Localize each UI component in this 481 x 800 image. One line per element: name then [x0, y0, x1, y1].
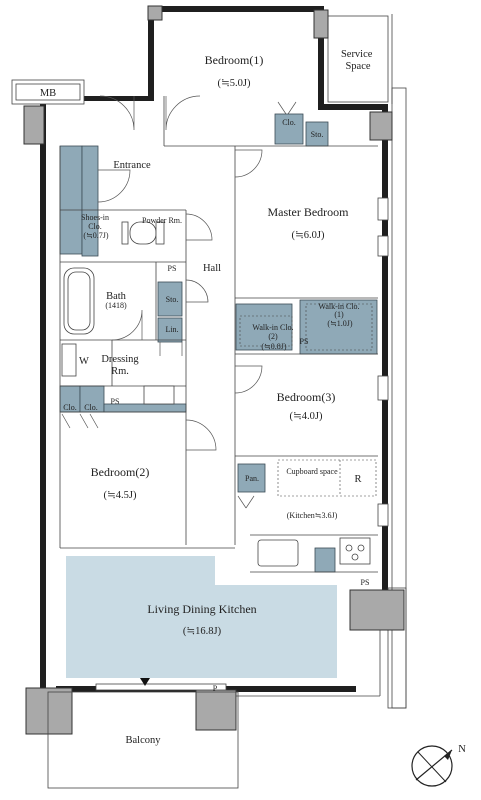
powder-room-label: Powder Rm. — [142, 216, 182, 225]
closet-label: Clo. — [63, 403, 77, 412]
mb-label: MB — [40, 88, 56, 99]
bedroom1-size: (≒5.0J) — [217, 78, 251, 89]
entrance-label: Entrance — [113, 160, 151, 171]
closet-bedroom1 — [274, 113, 304, 145]
wall-service — [318, 104, 388, 110]
ps-label: PS — [300, 337, 309, 346]
hall-label: Hall — [203, 263, 221, 274]
kitchen-sink — [257, 539, 299, 567]
dressing-label: Dressing — [101, 354, 139, 365]
walkin-closet-2 — [235, 303, 293, 351]
pillar-right — [369, 111, 393, 141]
north-label: N — [458, 744, 466, 755]
pantry — [237, 463, 266, 493]
door-bedroom2 — [185, 419, 217, 451]
entry-marker-icon — [140, 678, 150, 686]
storage-label: Sto. — [311, 130, 324, 139]
window — [377, 197, 389, 221]
door-bedroom1 — [165, 95, 201, 131]
ldk-floor — [66, 556, 337, 678]
closet-label: Clo. — [84, 403, 98, 412]
bedroom1-label: Bedroom(1) — [205, 53, 264, 67]
ps-label: PS — [361, 578, 370, 587]
pillar-bottom-left — [25, 687, 73, 735]
refrigerator-label: R — [354, 474, 361, 485]
bath-size: (1418) — [105, 301, 127, 310]
master-bedroom-size: (≒6.0J) — [291, 230, 325, 241]
kitchen-label: (Kitchen≒3.6J) — [287, 511, 338, 520]
pillar-bottom-right — [349, 589, 405, 631]
p-label: P — [213, 684, 218, 693]
service-space-label: Service Space — [341, 49, 375, 72]
door-bath — [111, 309, 143, 341]
bath-label: Bath — [106, 291, 127, 302]
window — [377, 503, 389, 527]
door-entrance — [99, 95, 135, 131]
master-bedroom-label: Master Bedroom — [268, 205, 350, 219]
shoes-closet-left — [59, 145, 83, 255]
pantry-label: Pan. — [245, 474, 259, 483]
ps-label: PS — [111, 397, 120, 406]
door-powder — [185, 213, 213, 241]
pillar-top-right — [313, 9, 329, 39]
closet-label: Clo. — [282, 118, 296, 127]
pillar-top — [147, 5, 163, 21]
pillar-bottom-mid — [195, 689, 237, 731]
ldk-size: (≒16.8J) — [183, 626, 222, 637]
dressing-rm-label: Rm. — [111, 366, 129, 377]
window — [377, 235, 389, 257]
wall-left — [40, 100, 46, 700]
ps-label: PS — [168, 264, 177, 273]
window — [377, 375, 389, 401]
washer — [61, 343, 77, 377]
vanity — [143, 385, 175, 405]
bedroom3-label: Bedroom(3) — [277, 390, 336, 404]
balcony — [47, 691, 239, 789]
door-bedroom3 — [234, 365, 263, 394]
service-space — [327, 15, 389, 103]
wall-top-right — [318, 6, 324, 110]
storage-label: Sto. — [166, 295, 179, 304]
pillar-top-left — [23, 105, 45, 145]
washer-label: W — [79, 356, 89, 367]
linen-label: Lin. — [165, 325, 178, 334]
linen-closet — [157, 317, 183, 343]
kitchen-storage — [314, 547, 336, 573]
walkin2-label: Walk-in Clo. (2) (≒0.8J) — [252, 323, 295, 351]
balcony-label: Balcony — [126, 735, 162, 746]
shoes-closet-label: Shoes-in Clo. (≒0.7J) — [81, 213, 111, 240]
walkin-closet-1 — [299, 299, 378, 355]
wall-top — [148, 6, 324, 12]
walkin1-label: Walk-in Clo. (1) (≒1.0J) — [318, 302, 361, 328]
wall-top-left — [148, 6, 154, 96]
storage-hall — [157, 281, 183, 317]
bedroom3-size: (≒4.0J) — [289, 411, 323, 422]
cupboard-label: Cupboard space — [286, 467, 338, 476]
door-master — [234, 149, 263, 178]
wall-entrance-top — [40, 96, 154, 101]
shoes-closet — [81, 145, 99, 257]
bedroom2-label: Bedroom(2) — [91, 465, 150, 479]
toilet — [129, 221, 157, 245]
compass-icon — [411, 745, 453, 787]
wall-right — [382, 104, 388, 594]
bedroom2-size: (≒4.5J) — [103, 490, 137, 501]
balcony-sash — [95, 683, 227, 691]
ldk-label: Living Dining Kitchen — [147, 602, 256, 616]
